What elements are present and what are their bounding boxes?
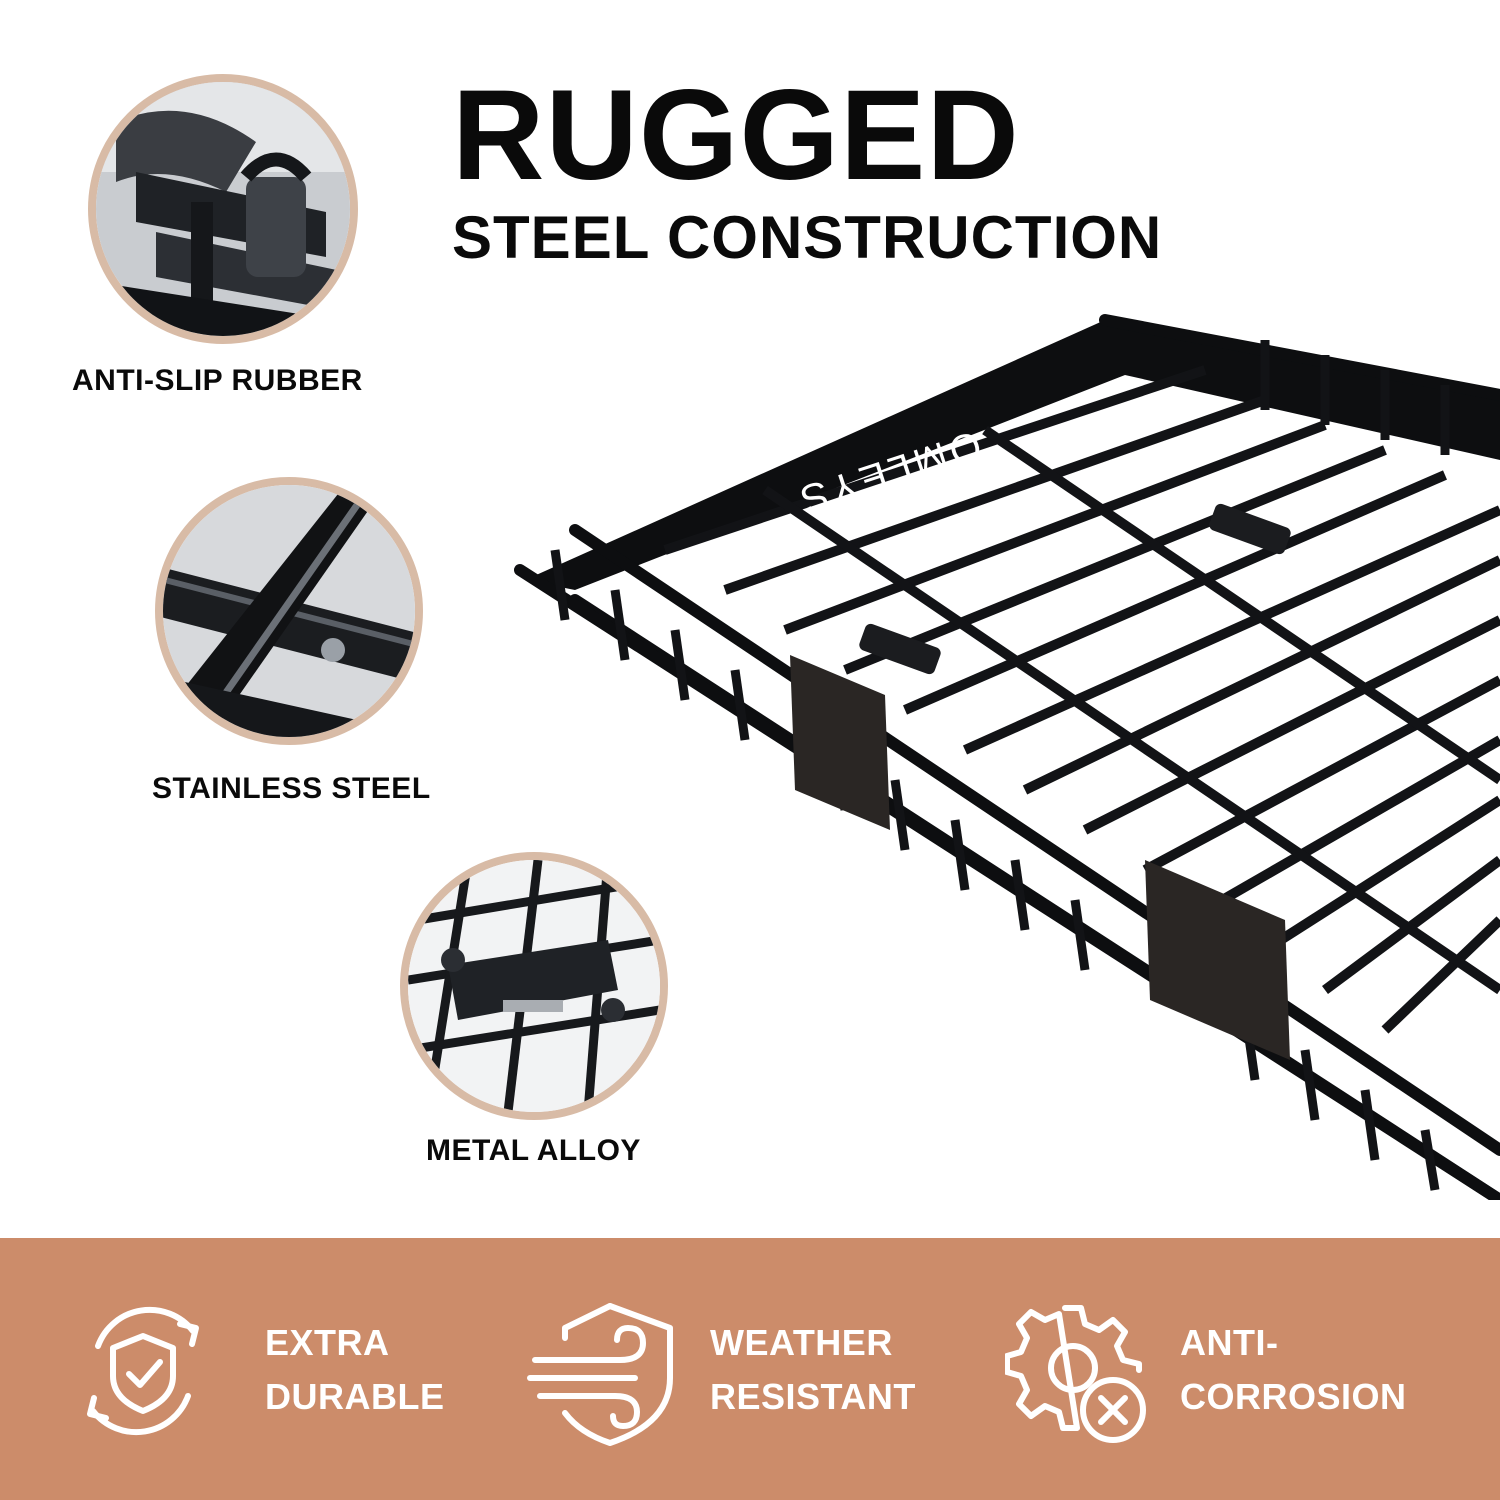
detail-label-rubber: ANTI-SLIP RUBBER: [72, 364, 363, 397]
feature-extra-durable: EXTRA DURABLE: [0, 1238, 500, 1500]
shield-check-icon: [87, 1306, 199, 1436]
feature-text-anti-corrosion: ANTI- CORROSION: [1180, 1316, 1407, 1424]
detail-circle-rubber: [88, 74, 358, 344]
feature-line-1: ANTI-: [1180, 1322, 1279, 1363]
feature-anti-corrosion: ANTI- CORROSION: [1000, 1238, 1500, 1500]
detail-circle-alloy: [400, 852, 668, 1120]
feature-line-1: WEATHER: [710, 1322, 893, 1363]
page-subtitle: STEEL CONSTRUCTION: [452, 204, 1163, 271]
feature-line-2: RESISTANT: [710, 1376, 916, 1417]
feature-line-2: DURABLE: [265, 1376, 445, 1417]
detail-circle-steel: [155, 477, 423, 745]
rubber-clamp-closeup-image: [96, 82, 350, 336]
gear-x-icon: [1005, 1305, 1146, 1443]
page-title: RUGGED: [452, 64, 1020, 207]
feature-band: EXTRA DURABLE WEATHER RESISTANT: [0, 1238, 1500, 1500]
detail-label-steel: STAINLESS STEEL: [152, 772, 431, 805]
feature-line-1: EXTRA: [265, 1322, 390, 1363]
cargo-basket-image: OMLEYS: [505, 300, 1500, 1200]
cargo-basket-drawing: OMLEYS: [514, 314, 1500, 1200]
crossed-tubes-closeup-image: [163, 485, 415, 737]
feature-weather-resistant: WEATHER RESISTANT: [500, 1238, 1000, 1500]
detail-label-alloy: METAL ALLOY: [426, 1134, 641, 1167]
feature-text-extra-durable: EXTRA DURABLE: [265, 1316, 445, 1424]
wind-shield-icon: [527, 1303, 673, 1446]
feature-line-2: CORROSION: [1180, 1376, 1407, 1417]
feature-text-weather-resistant: WEATHER RESISTANT: [710, 1316, 916, 1424]
